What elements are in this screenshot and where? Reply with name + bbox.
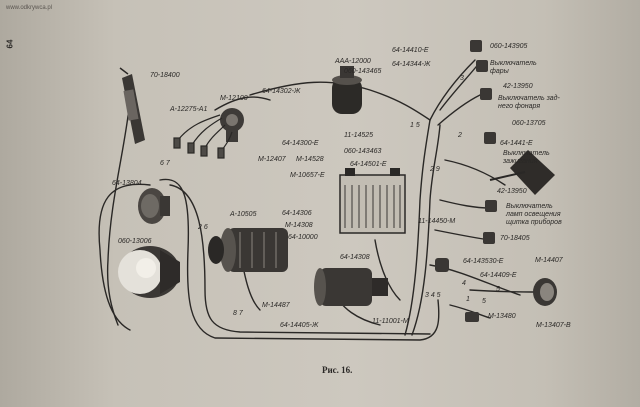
tail-lamp-icon: [533, 278, 557, 306]
label-6-7: 6 7: [160, 160, 170, 167]
label-2-6: 2 6: [198, 224, 208, 231]
label-42-13950-b: 42-13950: [497, 188, 527, 195]
label-060-13705: 060-13705: [512, 120, 546, 127]
harness-center-up: [404, 119, 431, 336]
lead-inspection-lamp: [106, 99, 131, 326]
horn-icon: [138, 188, 170, 224]
label-64-1441-e: 64-1441-Е: [500, 140, 533, 147]
ignition-coil-icon: [332, 66, 362, 114]
label-m-10657-e: М-10657-Е: [290, 172, 325, 179]
harness-top-right: [429, 59, 476, 121]
label-64-14308: 64-14308: [340, 254, 370, 261]
label-64-14410-e: 64-14410-Е: [392, 47, 429, 54]
generator-icon: [208, 228, 288, 272]
label-64-10000: 64-10000: [288, 234, 318, 241]
label-64-14409-e: 64-14409-Е: [480, 272, 517, 279]
distributor-icon: [220, 108, 244, 142]
label-m-14487: М-14487: [262, 302, 290, 309]
figure-caption: Рис. 16.: [322, 365, 353, 375]
watermark: www.odkrywca.pl: [6, 5, 53, 11]
label-m-14308: М-14308: [285, 222, 313, 229]
label-64-14344-zh: 64-14344-Ж: [392, 61, 431, 68]
harness-top-right-2: [437, 94, 481, 126]
harness-upper-dist: [214, 96, 271, 111]
label-42-13950-a: 42-13950: [503, 83, 533, 90]
label-70-18400: 70-18400: [150, 72, 180, 79]
label-1-5: 1 5: [410, 122, 420, 129]
spark-plugs-icon: [173, 114, 233, 159]
label-1: 1: [466, 296, 470, 303]
label-2: 2: [458, 132, 462, 139]
harness-to-lamp-switch: [439, 199, 491, 209]
label-64-14302-zh: 64-14302-Ж: [262, 88, 301, 95]
label-64-14405-zh: 64-14405-Ж: [280, 322, 319, 329]
steering-wheel-icon: [489, 150, 555, 195]
harness-upper-coil: [249, 81, 431, 121]
label-5b: 5: [496, 286, 500, 293]
label-vykl-zazhiganiya: Выключатель зажигания: [503, 150, 550, 165]
harness-center-up-2: [411, 124, 441, 336]
label-vykl-zadnego: Выключатель зад- него фонаря: [498, 95, 560, 110]
switch-icon: [435, 40, 497, 322]
label-aaa-12000: ААА-12000: [335, 58, 371, 65]
battery-icon: [339, 168, 406, 234]
label-4: 4: [462, 280, 466, 287]
label-2-9: 2 9: [430, 166, 440, 173]
label-m-14528: М-14528: [296, 156, 324, 163]
label-64-13804: 64-13804: [112, 180, 142, 187]
label-8-7: 8 7: [233, 310, 243, 317]
label-m-13407-v: М-13407-В: [536, 322, 571, 329]
label-11-14525: 11-14525: [344, 132, 374, 139]
label-060-143905: 060-143905: [490, 43, 528, 50]
label-m-13480: М-13480: [488, 313, 516, 320]
label-64-143530-e: 64-143530-Е: [463, 258, 504, 265]
harness-to-switch-fary: [439, 61, 481, 111]
label-m-14407: М-14407: [535, 257, 563, 264]
label-11-11001-m: 11-11001-М: [372, 318, 409, 325]
label-060-13006: 060-13006: [118, 238, 152, 245]
label-64-14306: 64-14306: [282, 210, 312, 217]
label-m-12100: М-12100: [220, 95, 248, 102]
starter-motor-icon: [314, 268, 388, 306]
label-3: 3: [460, 75, 464, 82]
label-vykl-lamp: Выключатель ламп освещения щитка приборо…: [506, 203, 562, 226]
harness-bottom-main: [159, 178, 440, 341]
inspection-lamp-icon: [119, 67, 145, 144]
harness-bottom-2: [169, 184, 431, 335]
label-64-14501-e: 64-14501-Е: [350, 161, 387, 168]
headlight-icon: [118, 246, 180, 298]
label-a-10505: А-10505: [230, 211, 257, 218]
label-060-143465: 060-143465: [344, 68, 382, 75]
label-060-143463: 060-143463: [344, 148, 382, 155]
label-11-14450-m: 11-14450-М: [418, 218, 456, 225]
label-70-18405: 70-18405: [500, 235, 530, 242]
label-m-12407: М-12407: [258, 156, 286, 163]
lead-battery: [374, 239, 401, 301]
harness-to-ignition: [444, 159, 506, 186]
label-vykl-fary: Выключатель фары: [490, 60, 537, 75]
label-5: 5: [482, 298, 486, 305]
label-3-4-5: 3 4 5: [425, 292, 441, 299]
label-a-12275-a1: А-12275-А1: [170, 106, 208, 113]
label-64-14300-e: 64-14300-Е: [282, 140, 319, 147]
harness-to-panel-lamp: [434, 229, 491, 241]
